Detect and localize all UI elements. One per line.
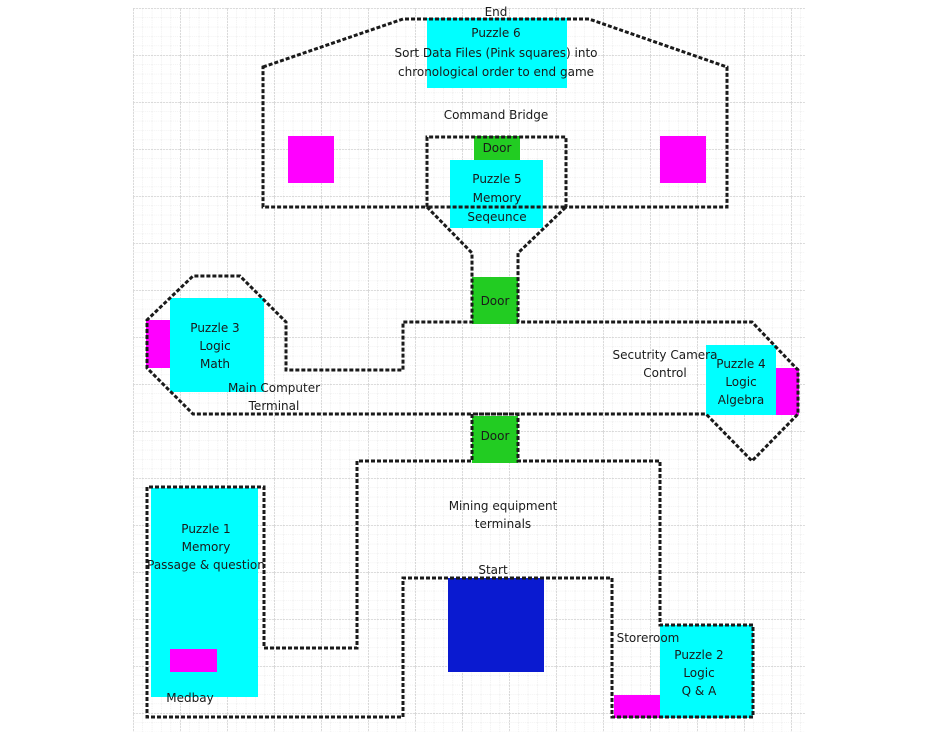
label-p1-title: Puzzle 1	[181, 522, 230, 536]
label-p6-line2: chronological order to end game	[398, 65, 594, 79]
label-p1-line2: Passage & question	[147, 558, 265, 572]
label-main-computer-2: Terminal	[248, 399, 300, 413]
label-p4-title: Puzzle 4	[716, 357, 765, 371]
label-p3-title: Puzzle 3	[190, 321, 239, 335]
label-p5-line2: Seqeunce	[467, 210, 526, 224]
door-bridge[interactable]	[474, 136, 520, 160]
label-command-bridge: Command Bridge	[444, 108, 549, 122]
label-storeroom: Storeroom	[617, 631, 680, 645]
label-p2-line2: Q & A	[682, 684, 717, 698]
data-file-left	[288, 136, 334, 183]
wall-funnel-corridor	[145, 205, 800, 464]
label-door-lower: Door	[481, 429, 510, 443]
door-lower[interactable]	[472, 416, 518, 463]
puzzle-2-zone	[660, 625, 753, 718]
wall-mining-hub	[145, 412, 755, 719]
label-p6-title: Puzzle 6	[471, 26, 520, 40]
puzzle-4-zone	[706, 345, 776, 415]
label-start: Start	[478, 563, 508, 577]
label-p2-title: Puzzle 2	[674, 648, 723, 662]
label-p4-line2: Algebra	[718, 393, 764, 407]
label-end: End	[485, 5, 508, 19]
label-main-computer-1: Main Computer	[228, 381, 320, 395]
start-zone[interactable]	[448, 578, 544, 672]
label-security-2: Control	[643, 366, 686, 380]
label-mining-1: Mining equipment	[449, 499, 558, 513]
label-security-1: Secutrity Camera	[613, 348, 718, 362]
puzzle-3-zone	[170, 298, 264, 392]
label-p1-line1: Memory	[182, 540, 231, 554]
data-file-right	[660, 136, 706, 183]
label-medbay: Medbay	[166, 691, 213, 705]
label-p3-line2: Math	[200, 357, 230, 371]
label-p5-title: Puzzle 5	[472, 172, 521, 186]
wall-command-bridge	[261, 17, 729, 209]
label-p6-line1: Sort Data Files (Pink squares) into	[395, 46, 598, 60]
label-mining-2: terminals	[475, 517, 531, 531]
label-p2-line1: Logic	[683, 666, 714, 680]
door-upper[interactable]	[472, 277, 518, 324]
data-file-p3	[146, 320, 170, 368]
data-file-storeroom	[614, 695, 660, 718]
label-p3-line1: Logic	[199, 339, 230, 353]
puzzle-6-zone	[427, 18, 567, 88]
label-door-bridge: Door	[483, 141, 512, 155]
label-p4-line1: Logic	[725, 375, 756, 389]
label-p5-line1: Memory	[473, 191, 522, 205]
data-file-medbay	[170, 649, 217, 672]
data-file-p4	[776, 368, 799, 415]
puzzle-5-zone	[450, 160, 543, 228]
label-door-upper: Door	[481, 294, 510, 308]
